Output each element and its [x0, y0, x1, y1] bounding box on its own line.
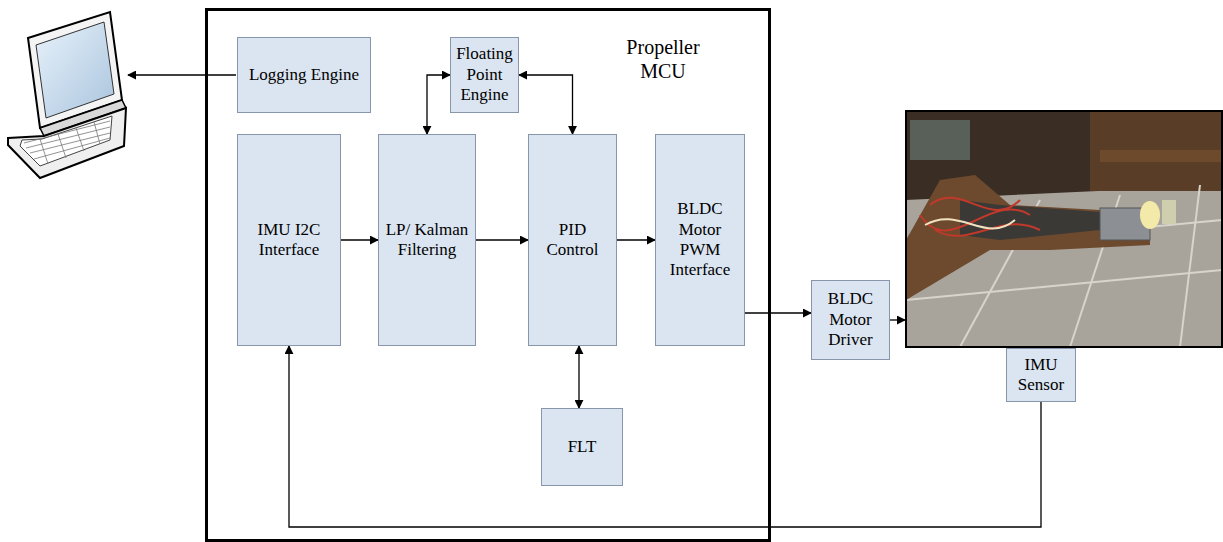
process-box: Logging Engine	[237, 37, 371, 113]
process-box: FLT	[541, 408, 623, 486]
mcu-title: Propeller MCU	[608, 35, 718, 83]
log-arrow	[128, 74, 236, 75]
process-box: PID Control	[528, 134, 617, 346]
connector-arrow	[341, 239, 378, 240]
process-box: Floating Point Engine	[450, 37, 519, 113]
connector-arrow	[617, 239, 655, 240]
box-label: IMU Sensor	[1012, 355, 1070, 396]
driver-arrow	[890, 319, 905, 320]
connector-arrow	[289, 346, 1041, 527]
mcu-boundary: Propeller MCU Logging Engine Floating Poin…	[205, 8, 771, 542]
gimbal-photo	[906, 111, 1222, 347]
process-box: LP/ Kalman Filtering	[378, 134, 476, 346]
connector-arrow	[745, 312, 811, 313]
connector-arrow	[578, 346, 579, 408]
process-box: BLDC Motor PWM Interface	[655, 134, 745, 346]
box-label: BLDC Motor PWM Interface	[661, 199, 739, 281]
connector-arrow	[519, 75, 573, 134]
connector-arrow	[427, 75, 450, 134]
box-label: FLT	[568, 437, 597, 457]
process-box: IMU I2C Interface	[237, 134, 341, 346]
laptop-icon	[8, 12, 126, 178]
box-label: Logging Engine	[249, 65, 359, 85]
box-label: Floating Point Engine	[456, 44, 513, 105]
connector-arrow	[476, 239, 528, 240]
box-label: BLDC Motor Driver	[817, 289, 884, 350]
sensor-box: IMU Sensor	[1006, 348, 1076, 402]
box-label: IMU I2C Interface	[243, 220, 335, 261]
box-label: LP/ Kalman Filtering	[384, 220, 470, 261]
driver-box: BLDC Motor Driver	[811, 280, 890, 360]
box-label: PID Control	[534, 220, 611, 261]
